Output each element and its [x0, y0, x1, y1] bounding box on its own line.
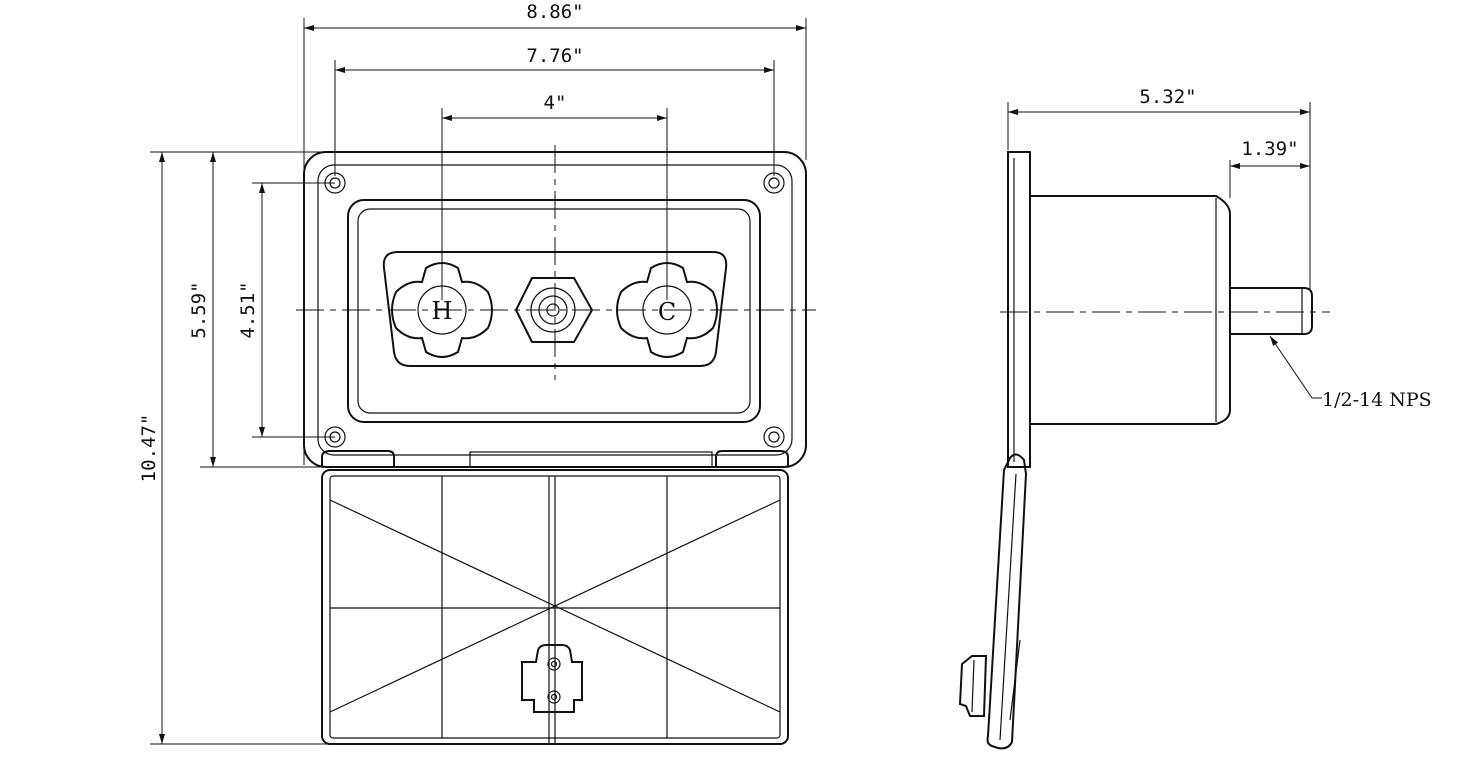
dim-overall-depth: 5.32"	[1139, 86, 1196, 108]
hot-handle: H	[391, 262, 493, 358]
dim-pipe-length: 1.39"	[1241, 138, 1298, 160]
cold-label: C	[658, 298, 676, 326]
mount-holes	[324, 172, 785, 448]
dim-mount-hole-spacing-v: 4.51"	[237, 281, 259, 338]
side-pipe	[1230, 287, 1313, 335]
dim-valve-spacing: 4"	[544, 92, 567, 114]
pipe-thread-callout: 1/2-14 NPS	[1322, 389, 1432, 411]
dim-overall-width: 8.86"	[526, 1, 583, 23]
front-view: 8.86" 7.76" 4" 10.47" 5.59" 4.51" H	[138, 1, 816, 745]
side-view: 5.32" 1.39" 1/2-14 NPS	[958, 86, 1432, 750]
valve-plate	[382, 251, 728, 367]
door-latch	[521, 644, 583, 713]
dim-overall-height: 10.47"	[138, 414, 160, 483]
hot-label: H	[432, 297, 453, 325]
door	[321, 469, 789, 745]
hinge	[321, 450, 789, 468]
dim-frame-height: 5.59"	[188, 281, 210, 338]
side-door	[958, 453, 1028, 750]
dim-mount-hole-spacing-h: 7.76"	[526, 45, 583, 67]
side-body	[1029, 195, 1231, 425]
side-flange	[1007, 151, 1031, 468]
recess	[347, 199, 761, 423]
